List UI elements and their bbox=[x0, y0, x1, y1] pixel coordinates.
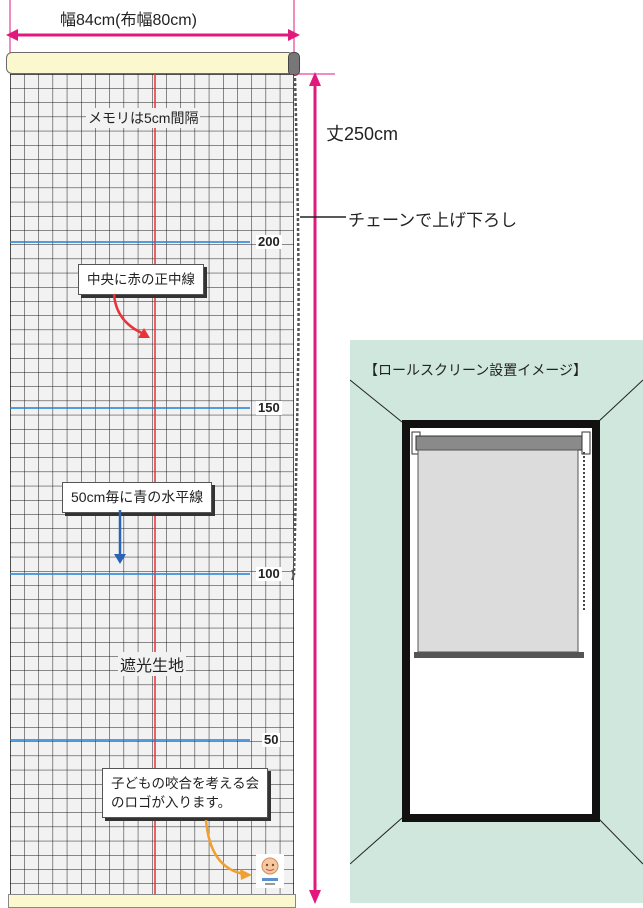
blue-lines-callout-text: 50cm毎に青の水平線 bbox=[71, 489, 204, 505]
chain-leader-line bbox=[300, 216, 346, 218]
scale-mark-200: 200 bbox=[256, 234, 282, 249]
logo-callout-line2: のロゴが入ります。 bbox=[111, 795, 232, 810]
scale-mark-100: 100 bbox=[256, 566, 282, 581]
bottom-bar bbox=[8, 894, 296, 908]
logo-callout-line1: 子どもの咬合を考える会 bbox=[111, 776, 260, 791]
chain-label: チェーンで上げ下ろし bbox=[348, 211, 518, 230]
grid-note: メモリは5cm間隔 bbox=[86, 108, 201, 128]
center-line-callout-arrow bbox=[112, 293, 150, 338]
logo-callout: 子どもの咬合を考える会 のロゴが入ります。 bbox=[102, 768, 269, 818]
installation-title: 【ロールスクリーン設置イメージ】 bbox=[364, 362, 588, 378]
height-label: 丈250cm bbox=[326, 124, 399, 144]
center-line-callout: 中央に赤の正中線 bbox=[78, 264, 204, 295]
scale-mark-50: 50 bbox=[262, 732, 281, 747]
blue-lines-callout-arrow bbox=[114, 510, 126, 564]
scale-mark-150: 150 bbox=[256, 400, 282, 415]
blue-lines-callout: 50cm毎に青の水平線 bbox=[62, 482, 213, 513]
center-line-callout-text: 中央に赤の正中線 bbox=[87, 272, 195, 287]
logo-callout-arrow bbox=[204, 819, 252, 880]
roller-end-cap bbox=[288, 52, 300, 76]
top-roller bbox=[6, 52, 294, 74]
fabric-label: 遮光生地 bbox=[118, 652, 187, 676]
height-dimension-arrow bbox=[295, 72, 335, 904]
width-label: 幅84cm(布幅80cm) bbox=[60, 12, 197, 29]
room-illustration bbox=[350, 379, 643, 865]
width-dimension-arrow bbox=[6, 0, 300, 55]
chain bbox=[291, 77, 300, 580]
logo-icon bbox=[256, 854, 284, 888]
